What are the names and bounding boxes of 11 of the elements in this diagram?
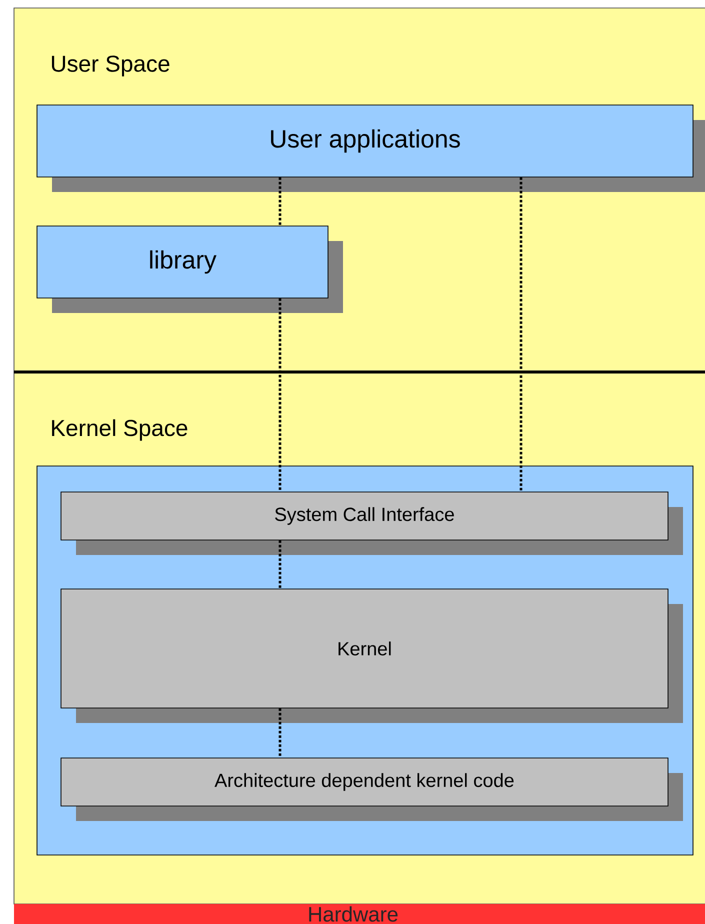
connector-line	[278, 177, 282, 226]
process-box: library	[36, 226, 343, 313]
hardware-band: Hardware	[14, 904, 705, 924]
connector-line	[278, 540, 282, 589]
process-box: User applications	[36, 104, 705, 192]
connector-line	[278, 708, 282, 758]
layer-box: System Call Interface	[60, 492, 683, 555]
connector-line	[520, 177, 522, 492]
layer-box: Kernel	[60, 588, 683, 723]
layer-box: Architecture dependent kernel code	[60, 758, 683, 821]
connector-line	[278, 298, 282, 492]
